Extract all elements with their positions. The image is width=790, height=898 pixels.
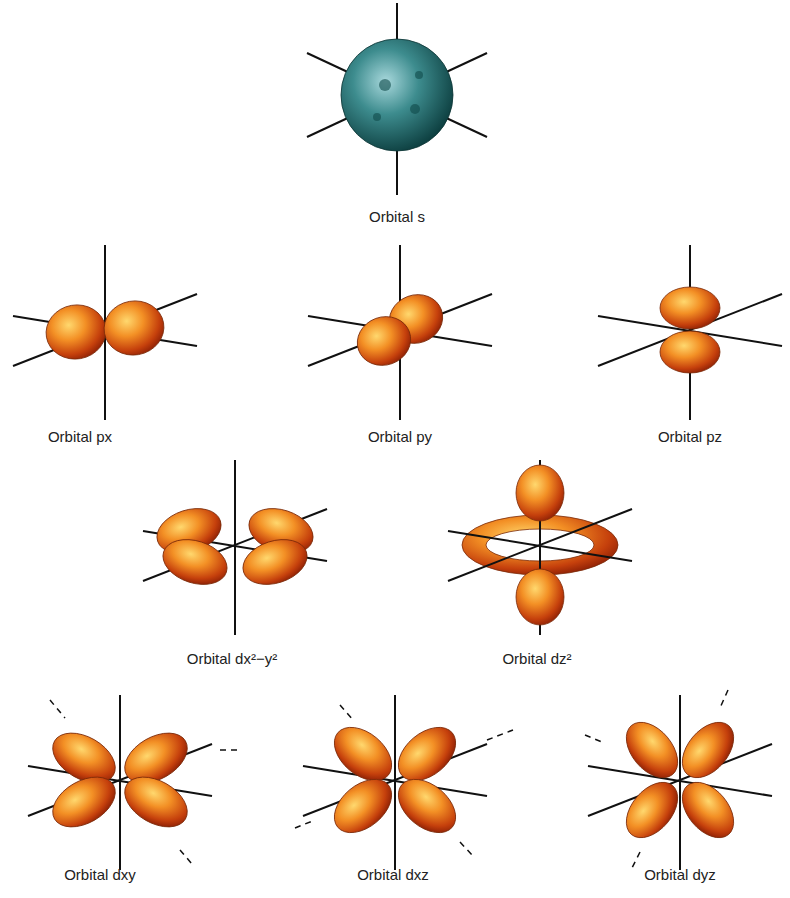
orbital-label: Orbital dxz	[357, 866, 429, 884]
orbital-label: Orbital px	[48, 428, 112, 446]
orbital-label: Orbital dx²−y²	[187, 650, 277, 668]
orbital-label: Orbital dxy	[64, 866, 136, 884]
orbital-label: Orbital dz²	[502, 650, 571, 668]
orbital-label: Orbital dyz	[644, 866, 716, 884]
orbital-label: Orbital py	[368, 428, 432, 446]
orbital-label: Orbital s	[369, 208, 425, 226]
orbital-label: Orbital pz	[658, 428, 722, 446]
